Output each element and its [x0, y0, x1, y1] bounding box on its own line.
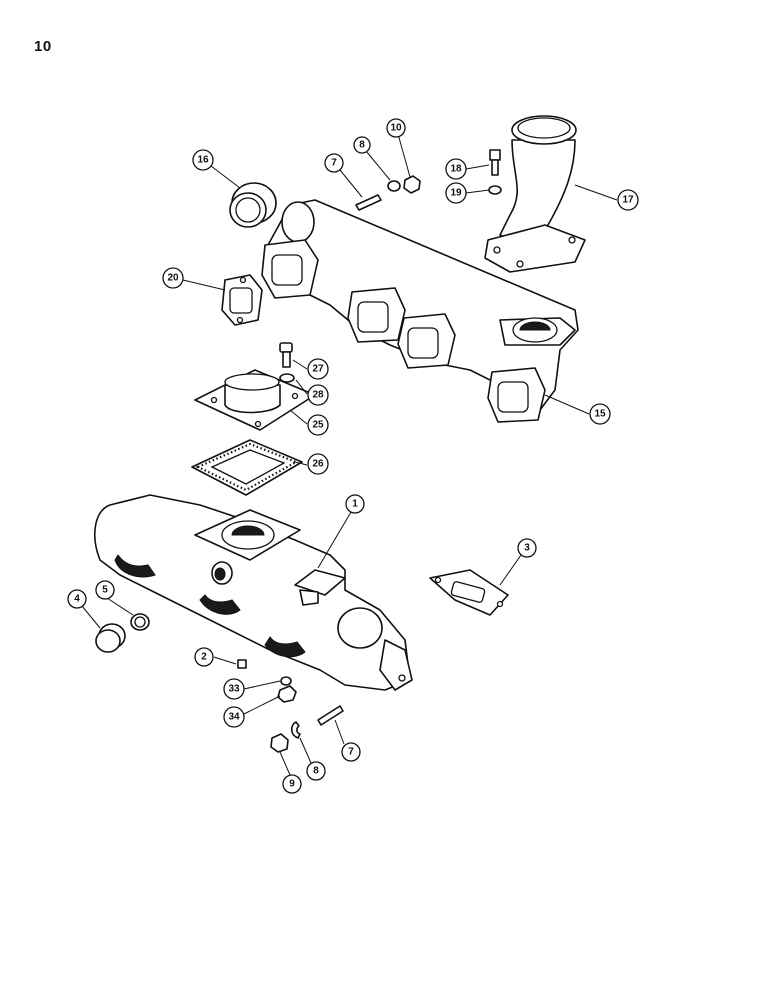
callout-34-label: 34 — [228, 712, 240, 723]
callout-8-lower-label: 8 — [313, 766, 319, 777]
callout-19: 19 — [445, 182, 467, 204]
callout-9-label: 9 — [289, 779, 295, 790]
callout-7-upper-label: 7 — [331, 158, 337, 169]
callout-27-label: 27 — [312, 364, 324, 375]
callout-8-upper-label: 8 — [359, 140, 365, 151]
callout-4-label: 4 — [74, 594, 80, 605]
seal-ring — [229, 182, 277, 228]
exhaust-elbow — [484, 115, 586, 273]
callout-25: 25 — [307, 414, 329, 436]
page-number: 10 — [34, 38, 52, 55]
callout-25-label: 25 — [312, 420, 324, 431]
upper-exhaust-manifold — [261, 199, 579, 423]
callout-1: 1 — [345, 494, 365, 514]
callout-17: 17 — [617, 189, 639, 211]
callout-26-label: 26 — [312, 459, 324, 470]
callout-20-label: 20 — [167, 273, 179, 284]
lower-exhaust-manifold — [94, 494, 413, 691]
callout-15-label: 15 — [594, 409, 606, 420]
callout-2-label: 2 — [201, 652, 207, 663]
leader-lines — [81, 133, 618, 776]
callout-3: 3 — [517, 538, 537, 558]
callout-5-label: 5 — [102, 585, 108, 596]
callout-8-lower: 8 — [306, 761, 326, 781]
callout-9: 9 — [282, 774, 302, 794]
callout-5: 5 — [95, 580, 115, 600]
callout-15: 15 — [589, 403, 611, 425]
lower-hardware — [237, 659, 344, 753]
callout-7-lower-label: 7 — [348, 747, 354, 758]
callout-10-label: 10 — [390, 123, 402, 134]
flange-adapter — [194, 369, 316, 431]
callout-28-label: 28 — [312, 390, 324, 401]
manifold-gasket — [429, 569, 509, 616]
callout-20: 20 — [162, 267, 184, 289]
callout-28: 28 — [307, 384, 329, 406]
callout-7-upper: 7 — [324, 153, 344, 173]
callout-33: 33 — [223, 678, 245, 700]
flange-gasket — [191, 439, 303, 496]
callout-27: 27 — [307, 358, 329, 380]
callout-18: 18 — [445, 158, 467, 180]
callout-19-label: 19 — [450, 188, 462, 199]
bolt-and-washer — [279, 342, 295, 383]
upper-hardware — [355, 149, 502, 211]
callout-3-label: 3 — [524, 543, 530, 554]
callout-2: 2 — [194, 647, 214, 667]
callout-16: 16 — [192, 149, 214, 171]
callout-16-label: 16 — [197, 155, 209, 166]
callout-17-label: 17 — [622, 195, 634, 206]
plug-and-washer — [95, 613, 150, 653]
callout-33-label: 33 — [228, 684, 240, 695]
port-gasket — [221, 274, 263, 326]
callout-1-label: 1 — [352, 499, 358, 510]
callout-4: 4 — [67, 589, 87, 609]
callout-18-label: 18 — [450, 164, 462, 175]
callout-10: 10 — [386, 118, 406, 138]
callout-7-lower: 7 — [341, 742, 361, 762]
callout-8-upper: 8 — [353, 136, 371, 154]
callout-34: 34 — [223, 706, 245, 728]
callout-26: 26 — [307, 453, 329, 475]
